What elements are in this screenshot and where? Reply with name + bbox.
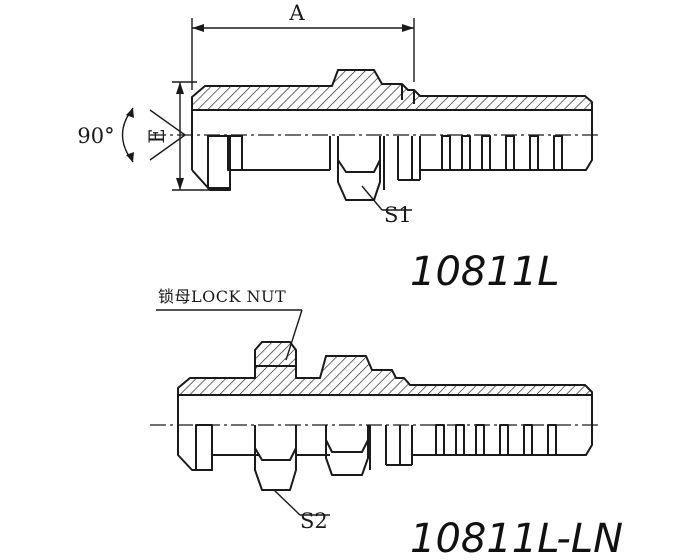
body-hex [325, 425, 369, 476]
upper-section-bottom [177, 355, 593, 396]
dimension-a: A [191, 1, 415, 90]
hex-s1-label: S1 [384, 203, 412, 227]
hex-s1: S1 [337, 136, 412, 227]
hose-barbs [441, 135, 563, 171]
cone-angle: 90° [77, 107, 186, 163]
lower-outline [191, 109, 593, 191]
part-number-top: 10811L [410, 249, 560, 295]
angle-label: 90° [77, 124, 114, 148]
hex-s2: S2 [254, 425, 330, 533]
hose-barbs-bottom [435, 424, 557, 456]
lower-outline-bottom [177, 394, 593, 471]
upper-section [191, 69, 593, 111]
lock-nut-label: 锁母LOCK NUT [158, 287, 286, 306]
hex-s2-label: S2 [300, 509, 328, 533]
dimension-e-label: E [145, 128, 169, 143]
lock-nut [254, 341, 297, 367]
lock-nut-callout: 锁母LOCK NUT [156, 287, 303, 361]
fitting-10811l-ln: 锁母LOCK NUT [150, 287, 623, 560]
fitting-10811l: A E 90° [77, 1, 600, 295]
part-number-bottom: 10811L-LN [410, 516, 623, 560]
dimension-e: E [145, 81, 210, 191]
dimension-a-label: A [288, 1, 305, 25]
